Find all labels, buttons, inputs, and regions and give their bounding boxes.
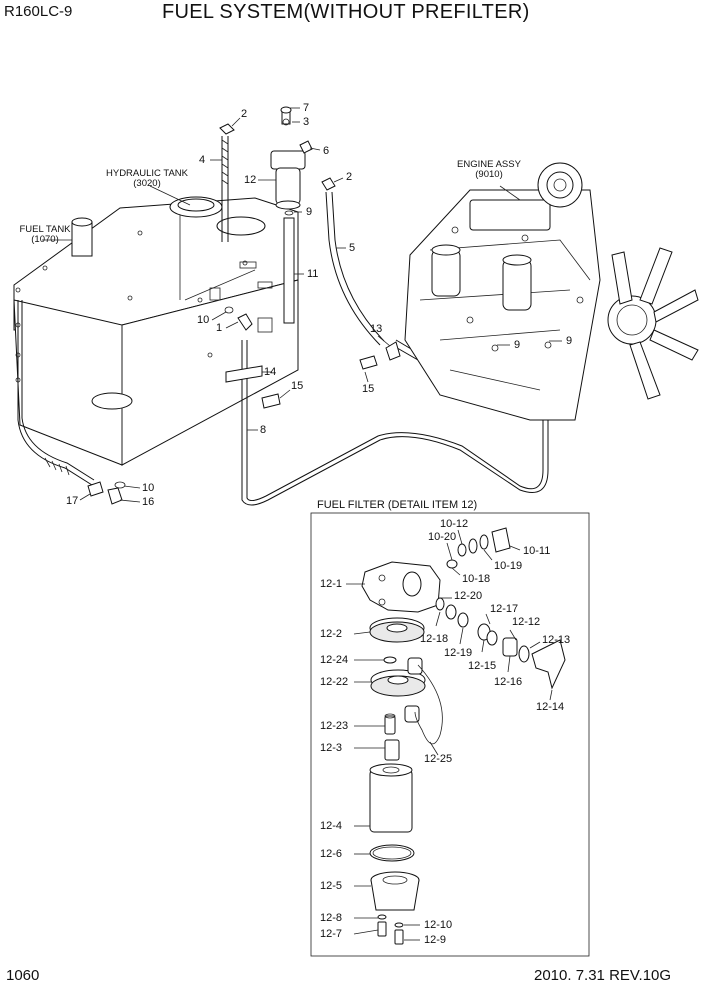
callout: 12-14 <box>536 701 565 713</box>
callout: 12-25 <box>424 753 453 765</box>
callout: 12-20 <box>454 590 483 602</box>
callout: 10 <box>142 482 155 494</box>
callout: 10-19 <box>494 560 523 572</box>
callout: 9 <box>514 339 521 351</box>
model-code: R160LC-9 <box>4 3 73 20</box>
leader-lines <box>42 107 562 941</box>
callout: 9 <box>566 335 573 347</box>
fuel-tank-name: FUEL TANK <box>19 224 71 235</box>
callout: 12-2 <box>320 628 343 640</box>
hydraulic-tank-code: (3020) <box>133 177 161 189</box>
callout: 3 <box>303 116 310 128</box>
callout: 12-13 <box>542 634 571 646</box>
callout: 12-19 <box>444 647 473 659</box>
callout: 12-6 <box>320 848 343 860</box>
page-number: 1060 <box>6 967 40 984</box>
callout: 12-7 <box>320 928 343 940</box>
callout: 12-1 <box>320 578 343 590</box>
fuel-filter-main-drawing <box>219 106 336 324</box>
fuel-tank-label: FUEL TANK (1070) <box>12 225 78 244</box>
hydraulic-tank-name: HYDRAULIC TANK <box>106 168 188 179</box>
callout: 17 <box>66 495 79 507</box>
callout: 14 <box>264 366 277 378</box>
callout: 12-8 <box>320 912 343 924</box>
callout: 15 <box>291 380 304 392</box>
callout: 10 <box>197 314 210 326</box>
callout: 10-11 <box>523 545 551 557</box>
callout: 12-5 <box>320 880 343 892</box>
callout: 12-24 <box>320 654 349 666</box>
callout: 2 <box>346 171 353 183</box>
callout: 1 <box>216 322 223 334</box>
callout: 10-18 <box>462 573 491 585</box>
callout: 12-23 <box>320 720 349 732</box>
callout: 11 <box>307 268 319 280</box>
fuel-tank-code: (1070) <box>31 233 59 245</box>
callout: 4 <box>199 154 206 166</box>
callout: 9 <box>306 206 313 218</box>
callout: 12-22 <box>320 676 349 688</box>
callout: 10-20 <box>428 531 457 543</box>
callout: 12-18 <box>420 633 449 645</box>
callout: 12-4 <box>320 820 343 832</box>
callout: 5 <box>349 242 356 254</box>
callout: 13 <box>370 323 383 335</box>
hydraulic-tank-label: HYDRAULIC TANK (3020) <box>104 169 190 188</box>
callout: 12-3 <box>320 742 343 754</box>
callout: 12-16 <box>494 676 523 688</box>
engine-assy-code: (9010) <box>475 168 503 180</box>
callout: 12-15 <box>468 660 497 672</box>
callout: 12-17 <box>490 603 519 615</box>
revision-date: 2010. 7.31 REV.10G <box>534 967 672 984</box>
callout: 2 <box>241 108 248 120</box>
page-title: FUEL SYSTEM(WITHOUT PREFILTER) <box>162 1 530 23</box>
callout: 12 <box>244 174 257 186</box>
callout: 12-9 <box>424 934 447 946</box>
callout: 15 <box>362 383 375 395</box>
engine-assy-label: ENGINE ASSY (9010) <box>452 160 526 179</box>
callout: 16 <box>142 496 155 508</box>
tank-assembly-drawing <box>13 196 299 466</box>
fuel-filter-detail-drawing <box>361 527 566 945</box>
callout: 8 <box>260 424 267 436</box>
engine-assembly-drawing <box>404 162 699 421</box>
detail-box-frame <box>310 512 590 957</box>
callout: 12-12 <box>512 616 541 628</box>
callout: 7 <box>303 102 310 114</box>
callout: 12-10 <box>424 919 453 931</box>
callout: 10-12 <box>440 518 469 530</box>
detail-box-title: FUEL FILTER (DETAIL ITEM 12) <box>317 499 478 511</box>
callout: 6 <box>323 145 330 157</box>
engine-assy-name: ENGINE ASSY <box>457 159 521 170</box>
